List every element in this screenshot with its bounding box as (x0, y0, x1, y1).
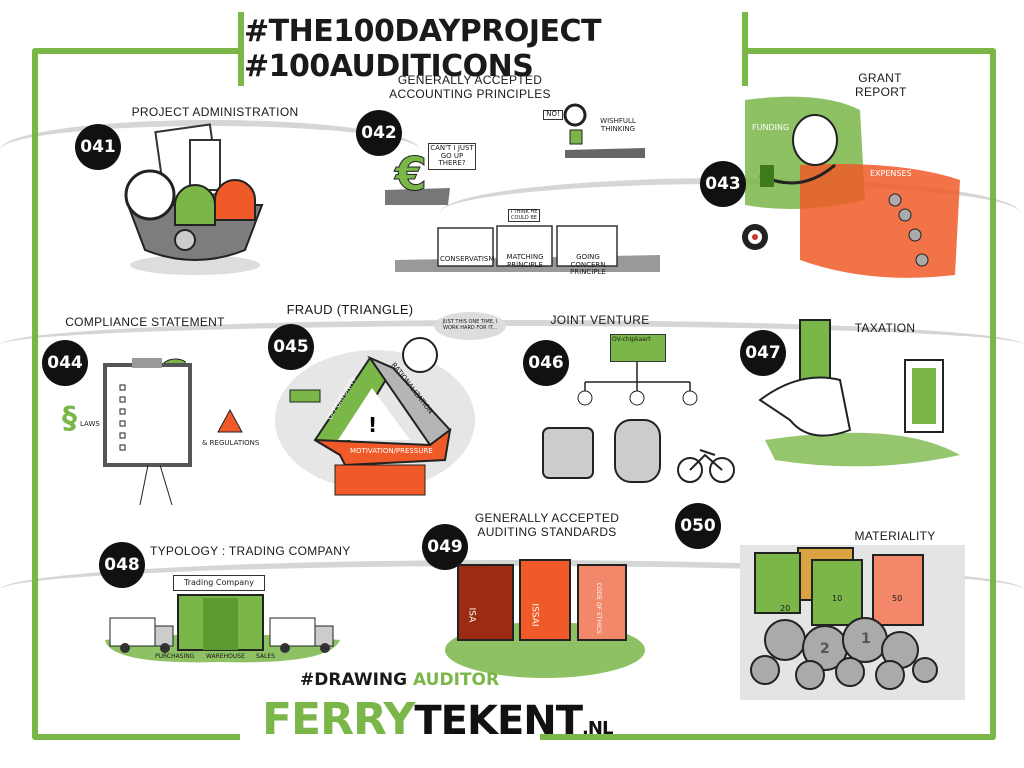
regulations-label: & Regulations (202, 439, 260, 447)
icon-number-badge: 045 (268, 324, 314, 370)
icon-number-badge: 042 (356, 110, 402, 156)
sales-label: Sales (256, 653, 275, 660)
icon-title: Typology : Trading Company (150, 544, 351, 558)
icon-title: Generally Accepted Accounting Principles (389, 73, 551, 101)
warehouse-label: Warehouse (206, 653, 245, 660)
icon-title: Project Administration (131, 105, 299, 119)
icon-number-badge: 047 (740, 330, 786, 376)
thought-bubble: Just this one time, I work hard for it..… (442, 319, 498, 331)
speech-bubble: Can't I just go up there? (428, 143, 476, 171)
bin-label: Conservatism (440, 255, 495, 263)
icon-number-badge: 049 (422, 524, 468, 570)
note-value: 10 (832, 594, 843, 603)
icon-number-badge: 046 (523, 340, 569, 386)
funding-label: Funding (752, 123, 790, 132)
svg-text:!: ! (368, 413, 377, 437)
icon-number-badge: 050 (675, 503, 721, 549)
svg-text:§: § (62, 401, 77, 436)
ov-card: OV-chipkaart (610, 334, 666, 362)
logo-backdrop (240, 700, 540, 740)
coin-value: 2 (820, 641, 830, 657)
icon-title: Grant Report (855, 71, 907, 99)
icon-number-badge: 041 (75, 124, 121, 170)
icon-title: Compliance Statement (65, 315, 225, 329)
hashtag-text: #DRAWING (300, 670, 408, 690)
bin-label: Going concern principle (570, 253, 606, 277)
speech-bubble: No! (543, 110, 563, 120)
icon-number-badge: 048 (99, 542, 145, 588)
coin-value: 20 (780, 604, 791, 613)
hashtag-accent: AUDITOR (413, 670, 500, 690)
trading-company-sign: Trading Company (173, 575, 265, 591)
icon-title: Materiality (854, 529, 936, 543)
title-box: #THE100DAYPROJECT #100AUDITICONS (238, 12, 748, 86)
swoosh-decoration (0, 120, 420, 180)
icon-title: Fraud (Triangle) (286, 302, 414, 317)
motivation-label: Motivation/Pressure (350, 447, 433, 455)
bin-label: Matching principle (506, 253, 544, 269)
icon-title: Generally Accepted Auditing Standards (474, 511, 620, 539)
icon-title: Taxation (854, 321, 916, 335)
hashtag-drawing-auditor: #DRAWING AUDITOR (300, 670, 499, 690)
icon-number-badge: 044 (42, 340, 88, 386)
laws-label: Laws (80, 420, 100, 428)
speech-bubble: I think he could be (508, 209, 540, 222)
coin-value: 1 (861, 631, 871, 647)
poster-title: #THE100DAYPROJECT #100AUDITICONS (244, 14, 602, 84)
icon-number-badge: 043 (700, 161, 746, 207)
logo-tekent: TEKENT (414, 698, 583, 744)
swoosh-decoration (0, 560, 1024, 620)
svg-text:€: € (394, 147, 427, 201)
card-label: OV-chipkaart (612, 336, 651, 343)
swoosh-decoration (0, 320, 1024, 370)
note-value: 50 (892, 594, 903, 603)
logo-ferry: FERRY (262, 694, 415, 745)
purchasing-label: Purchasing (155, 653, 195, 660)
logo-nl: .NL (582, 718, 613, 739)
sign-label: Wishfull thinking (600, 117, 636, 133)
icon-title: Joint Venture (550, 313, 650, 327)
expenses-label: Expenses (870, 169, 912, 178)
ferry-tekent-logo: FERRYTEKENT.NL (262, 698, 613, 744)
